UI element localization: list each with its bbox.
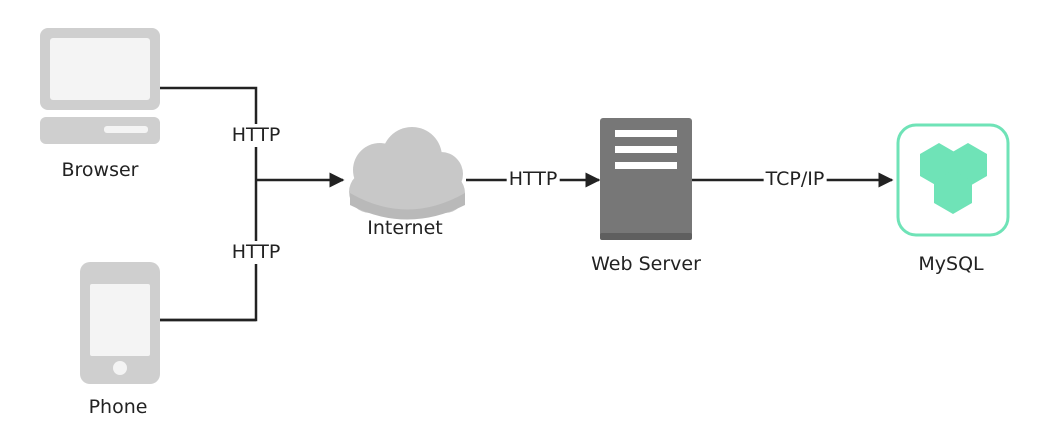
- connectors: [160, 86, 894, 322]
- phone-http-label: HTTP: [230, 241, 282, 264]
- cloud-icon: [349, 127, 465, 220]
- browser-label: Browser: [61, 159, 139, 181]
- browser-connector-line: [160, 86, 258, 322]
- mysql-icon: [896, 123, 1010, 237]
- server-to-mysql-label: TCP/IP: [763, 168, 827, 190]
- phone-icon: [80, 262, 160, 384]
- browser-http-label: HTTP: [230, 124, 282, 147]
- web-server-label: Web Server: [591, 253, 701, 275]
- internet-to-server-http-label: HTTP: [506, 168, 560, 190]
- phone-label: Phone: [88, 396, 148, 418]
- server-icon: [600, 118, 692, 240]
- internet-label: Internet: [367, 217, 443, 239]
- laptop-icon: [40, 28, 160, 144]
- mysql-label: MySQL: [918, 253, 984, 275]
